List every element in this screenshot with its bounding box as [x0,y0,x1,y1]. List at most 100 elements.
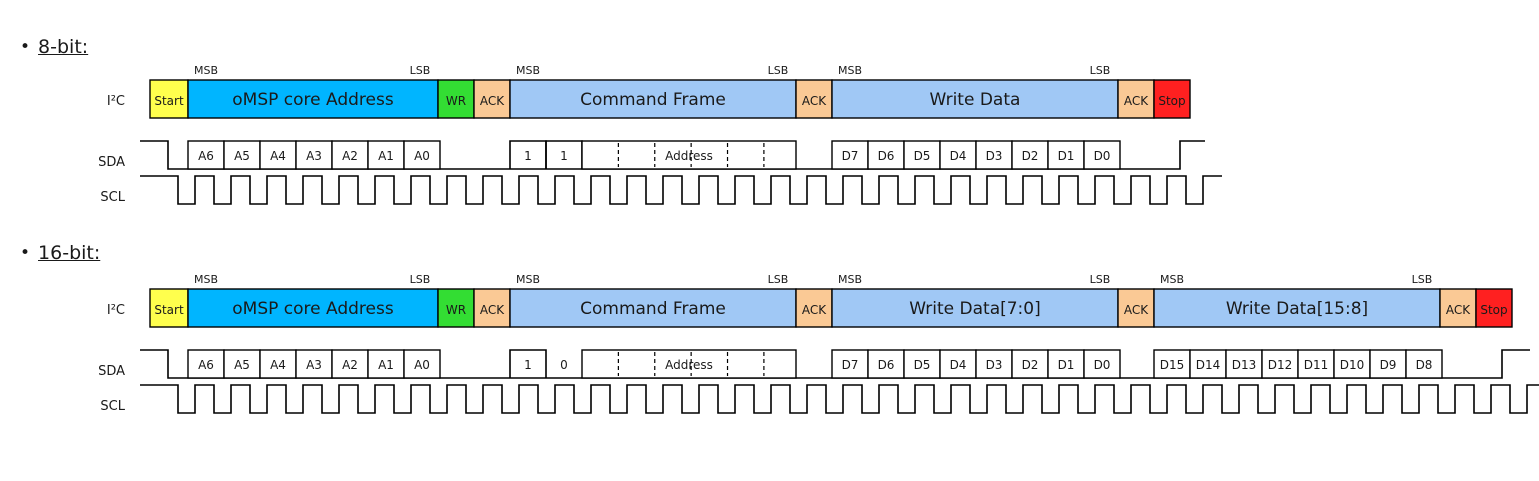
segment-label-stop: Stop [1158,94,1185,108]
segment-stop: Stop [1153,79,1191,119]
segment-ack1: ACK [473,288,511,328]
segment-ack4: ACK [1439,288,1477,328]
msb-label-command-frame: MSB [516,64,540,77]
segment-label-write-data-low: Write Data[7:0] [909,299,1041,319]
lsb-label-core-address: LSB [410,273,431,286]
row-label-i2c: I²C [107,94,125,109]
segment-ack3: ACK [1117,79,1155,119]
sda-bit-label: A3 [306,358,322,372]
msb-label-write-data: MSB [838,64,862,77]
segment-command-frame: Command Frame MSB LSB [509,273,797,328]
sda-bit-label: A4 [270,358,286,372]
sda-bit-box [1083,140,1121,170]
sda-address-box [581,140,797,170]
sda-bit-label: D9 [1380,358,1397,372]
sda-bit-label: D7 [842,149,859,163]
msb-label-write-data-low: MSB [838,273,862,286]
sda-bit-label: D0 [1094,358,1111,372]
sda-bit-label: D3 [986,149,1003,163]
segment-fill-core-address [187,79,439,119]
sda-bit-label: D5 [914,149,931,163]
section-title-16bit: 16-bit: [38,242,101,264]
lsb-label-command-frame: LSB [768,273,789,286]
segment-ack3: ACK [1117,288,1155,328]
sda-bit-box [1405,349,1443,379]
lsb-label-write-data-low: LSB [1090,273,1111,286]
sda-bit-label: D6 [878,358,895,372]
msb-label-core-address: MSB [194,273,218,286]
sda-bit-label: A2 [342,358,358,372]
sda-address-label: Address [665,149,713,163]
sda-bit-box [223,349,261,379]
segment-fill-ack2 [795,288,833,328]
sda-bit-box [367,349,405,379]
segment-label-core-address: oMSP core Address [232,90,394,110]
segment-ack1: ACK [473,79,511,119]
segment-stop: Stop [1475,288,1513,328]
sda-bit-label: A3 [306,149,322,163]
sda-bit-label: A5 [234,358,250,372]
sda-bit-box [1297,349,1335,379]
sda-bit-label: D8 [1416,358,1433,372]
sda-bit-box [403,140,441,170]
segment-label-wr: WR [446,94,466,108]
segment-ack2: ACK [795,288,833,328]
segment-label-write-data: Write Data [930,90,1021,110]
scl-waveform [140,384,1539,414]
sda-bit-label: D1 [1058,149,1075,163]
sda-bit-box [831,140,869,170]
msb-label-command-frame: MSB [516,273,540,286]
segment-fill-ack3 [1117,79,1155,119]
sda-bit-box [1369,349,1407,379]
segment-label-ack2: ACK [802,303,827,317]
sda-bit-box [1153,349,1191,379]
sda-bit-label: D4 [950,149,967,163]
segment-label-command-frame: Command Frame [580,299,726,319]
bullet-dot-icon: • [20,242,31,263]
section-title-8bit: 8-bit: [38,36,89,58]
sda-bit-box [867,140,905,170]
sda-bit-box [867,349,905,379]
sda-bit-box [1261,349,1299,379]
segment-wr: WR [437,288,475,328]
sda-bit-box [903,349,941,379]
segment-label-command-frame: Command Frame [580,90,726,110]
segment-fill-ack3 [1117,288,1155,328]
segment-label-ack3: ACK [1124,94,1149,108]
sda-address-box [581,349,797,379]
msb-label-core-address: MSB [194,64,218,77]
section-bullet-16bit: • 16-bit: [20,242,100,264]
sda-bit-box [295,349,333,379]
sda-bit-box [403,349,441,379]
segment-fill-ack4 [1439,288,1477,328]
sda-bit-box [1189,349,1227,379]
segment-label-start: Start [154,94,184,108]
sda-bit-label: A0 [414,358,430,372]
sda-bit-pulse [509,349,547,378]
segment-label-ack3: ACK [1124,303,1149,317]
row-label-i2c: I²C [107,303,125,318]
sda-bit-label: D13 [1232,358,1257,372]
sda-bit-box [367,140,405,170]
segment-start: Start [149,79,189,119]
sda-bit-box [331,349,369,379]
segment-fill-ack2 [795,79,833,119]
segment-label-stop: Stop [1480,303,1507,317]
segment-label-ack4: ACK [1446,303,1471,317]
sda-bit-label: A1 [378,149,394,163]
sda-bit-label: D14 [1196,358,1221,372]
segment-ack2: ACK [795,79,833,119]
sda-bit-box [1011,349,1049,379]
